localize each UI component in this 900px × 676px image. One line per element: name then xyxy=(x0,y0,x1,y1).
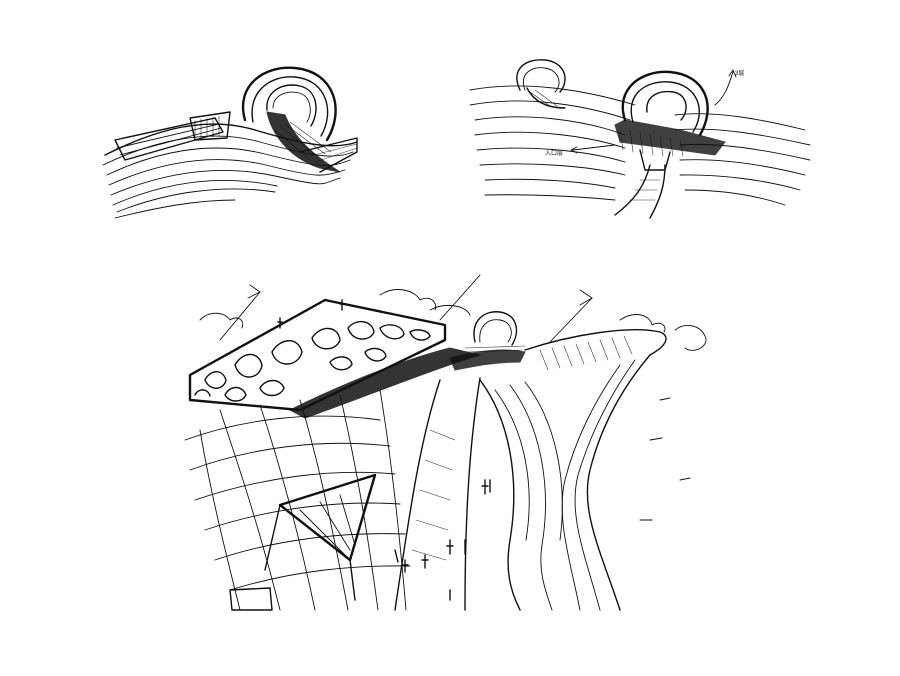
ring-structure xyxy=(242,66,358,173)
contour-lines xyxy=(469,85,811,206)
sketch-a-drawing xyxy=(102,66,358,219)
aerial-perspective-park xyxy=(180,270,735,620)
sketch-c-drawing xyxy=(184,274,707,611)
people-figures xyxy=(277,299,491,601)
wedge-building xyxy=(114,111,231,161)
perforated-wall xyxy=(188,298,447,412)
coastline-ridge xyxy=(524,325,707,611)
dark-roof-band xyxy=(288,347,526,419)
ring-building-landscape-view: 3层 入口层 xyxy=(465,50,815,225)
annotation-top: 3层 xyxy=(735,71,745,77)
distant-ring xyxy=(464,311,526,353)
small-ring xyxy=(516,59,566,109)
pavilion xyxy=(229,473,377,611)
ring-building-side-view xyxy=(95,60,370,230)
sketch-b-drawing xyxy=(469,59,811,219)
terrain-strokes xyxy=(102,123,358,219)
sky-doodles xyxy=(199,274,666,343)
lawn-grid xyxy=(184,389,411,611)
main-ring-building xyxy=(570,69,737,219)
annotation-left: 入口层 xyxy=(545,151,564,157)
central-path xyxy=(394,377,563,611)
